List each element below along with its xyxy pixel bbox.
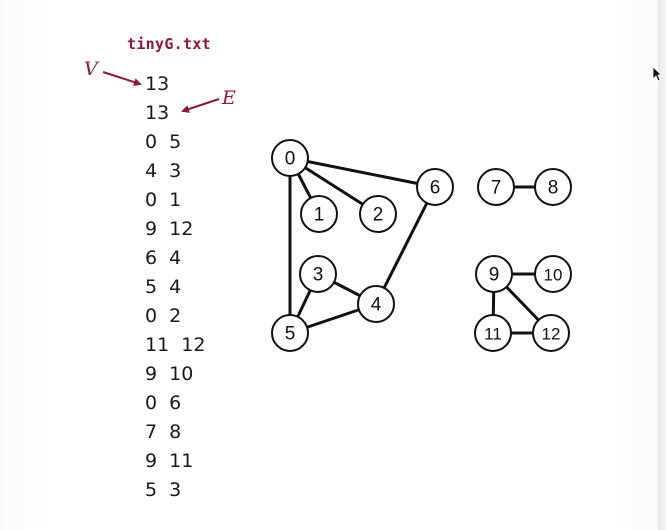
vertex-6: 6 — [416, 168, 454, 206]
vertex-12: 12 — [532, 314, 570, 352]
vertex-circle — [474, 314, 512, 352]
vertex-5: 5 — [271, 314, 309, 352]
vertex-circle — [299, 255, 337, 293]
edge-list-line: 0 1 — [145, 189, 182, 211]
vertex-label: 5 — [285, 324, 296, 345]
e-annotation-label: E — [222, 87, 236, 109]
vertex-circle — [475, 255, 513, 293]
edge-list-line: 5 4 — [145, 276, 182, 298]
vertex-circle — [357, 285, 395, 323]
edge-list-line: 7 8 — [145, 421, 182, 443]
edge-list-line: 9 12 — [145, 218, 194, 240]
v-annotation-label: V — [84, 58, 98, 80]
vertex-count-line: 13 — [145, 73, 170, 95]
vertex-label: 11 — [484, 325, 502, 344]
vertex-circle — [534, 255, 572, 293]
edge-list-line: 6 4 — [145, 247, 182, 269]
edge-list-line: 9 11 — [145, 450, 194, 472]
vertex-3: 3 — [299, 255, 337, 293]
vertex-circle — [271, 314, 309, 352]
vertex-label: 4 — [371, 295, 382, 316]
edge-list-line: 0 2 — [145, 305, 182, 327]
vertex-label: 10 — [544, 266, 563, 285]
vertex-label: 3 — [313, 265, 324, 286]
vertex-10: 10 — [534, 255, 572, 293]
vertex-circle — [359, 195, 397, 233]
vertex-label: 2 — [373, 205, 384, 226]
e-annotation-arrow — [181, 98, 220, 113]
edge-list-line: 5 3 — [145, 479, 182, 501]
vertex-1: 1 — [300, 195, 338, 233]
edge-count-line: 13 — [145, 102, 170, 124]
vertex-circle — [532, 314, 570, 352]
edge-list-line: 0 6 — [145, 392, 182, 414]
vertex-circle — [300, 195, 338, 233]
vertex-8: 8 — [534, 168, 572, 206]
vertex-label: 1 — [314, 205, 325, 226]
vertex-9: 9 — [475, 255, 513, 293]
vertex-0: 0 — [271, 139, 309, 177]
edge-list-line: 4 3 — [145, 160, 182, 182]
vertex-circle — [534, 168, 572, 206]
slide-right-edge — [658, 0, 666, 530]
edge-list-line: 11 12 — [145, 334, 206, 356]
vertex-label: 6 — [430, 178, 441, 199]
vertex-2: 2 — [359, 195, 397, 233]
edge-0-6 — [288, 156, 437, 189]
vertex-11: 11 — [474, 314, 512, 352]
vertex-4: 4 — [357, 285, 395, 323]
vertex-label: 0 — [285, 149, 296, 170]
vertex-label: 12 — [542, 325, 561, 344]
edge-list-line: 9 10 — [145, 363, 194, 385]
edge-list-line: 0 5 — [145, 131, 182, 153]
vertex-label: 7 — [491, 178, 502, 199]
vertex-7: 7 — [477, 168, 515, 206]
vertex-label: 9 — [489, 265, 500, 286]
edge-6-4 — [374, 185, 437, 306]
mouse-cursor-icon — [652, 66, 662, 82]
vertex-circle — [416, 168, 454, 206]
vertex-circle — [477, 168, 515, 206]
file-title: tinyG.txt — [127, 35, 211, 53]
vertex-label: 8 — [548, 178, 559, 199]
v-annotation-arrow — [102, 71, 142, 86]
vertex-circle — [271, 139, 309, 177]
